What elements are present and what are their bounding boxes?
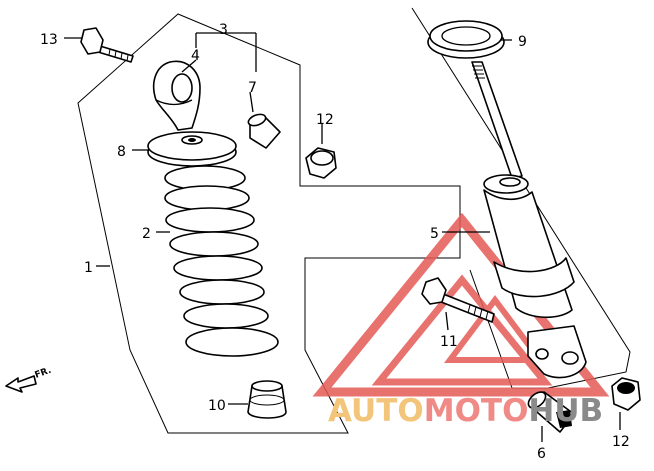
callout-10: 10 [208,398,226,414]
watermark-text-moto: MOTO [424,393,529,429]
callout-8: 8 [117,144,126,160]
callout-3: 3 [219,22,228,38]
watermark-triangle-inner [371,274,553,386]
callout-4: 4 [191,48,200,64]
callout-11: 11 [440,334,458,350]
part-4-upper-mount [152,60,201,131]
part-13-bolt [80,27,134,63]
callout-12-upper: 12 [316,112,334,128]
callout-6: 6 [537,446,546,462]
watermark-text: AUTOMOTOHUB [328,393,603,429]
part-8-spring-seat [147,131,237,167]
callout-12-lower: 12 [612,434,630,450]
callout-9: 9 [518,34,527,50]
callout-13: 13 [40,32,58,48]
part-11-bolt [421,277,495,323]
front-direction-arrow: FR. [5,366,53,393]
part-9-dust-seal [427,20,505,59]
part-2-coil-spring [164,165,279,357]
part-6-collar [527,391,575,433]
watermark-text-hub: HUB [528,393,603,429]
callout-7: 7 [248,80,257,96]
part-12-nut-upper [305,147,337,179]
callout-numbers: 13 3 4 7 12 8 2 1 9 5 11 10 6 12 [40,22,630,462]
watermark-text-auto: AUTO [328,393,424,429]
left-assembly-outline [77,13,461,434]
callout-1: 1 [84,260,93,276]
watermark-triangle-center [444,295,546,363]
front-arrow-icon [5,375,37,393]
direction-label: FR. [34,366,53,381]
callout-2: 2 [142,226,151,242]
part-10-bump-stop [247,380,287,419]
leader-lines [64,32,621,442]
callout-5: 5 [430,226,439,242]
part-7-collar [247,113,281,149]
part-12-nut-lower [611,377,641,411]
part-5-damper [471,61,587,379]
